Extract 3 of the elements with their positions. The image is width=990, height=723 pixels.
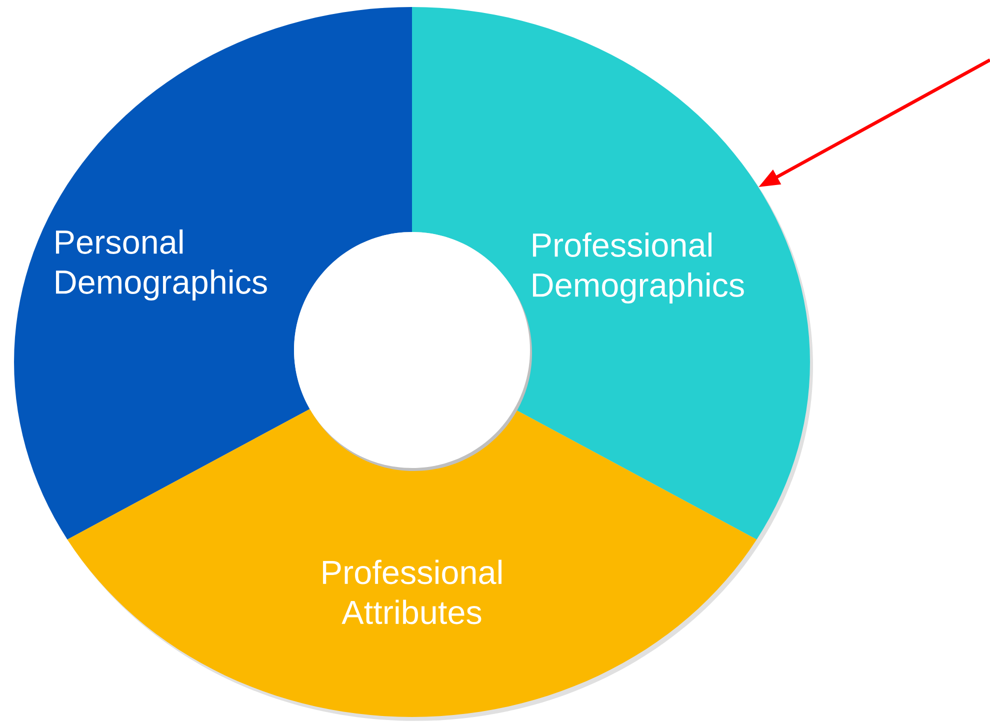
- donut-segment: Professional Demographics: [412, 7, 810, 540]
- donut-segment: Personal Demographics: [14, 7, 412, 540]
- donut-segment: Professional Attributes: [67, 409, 757, 717]
